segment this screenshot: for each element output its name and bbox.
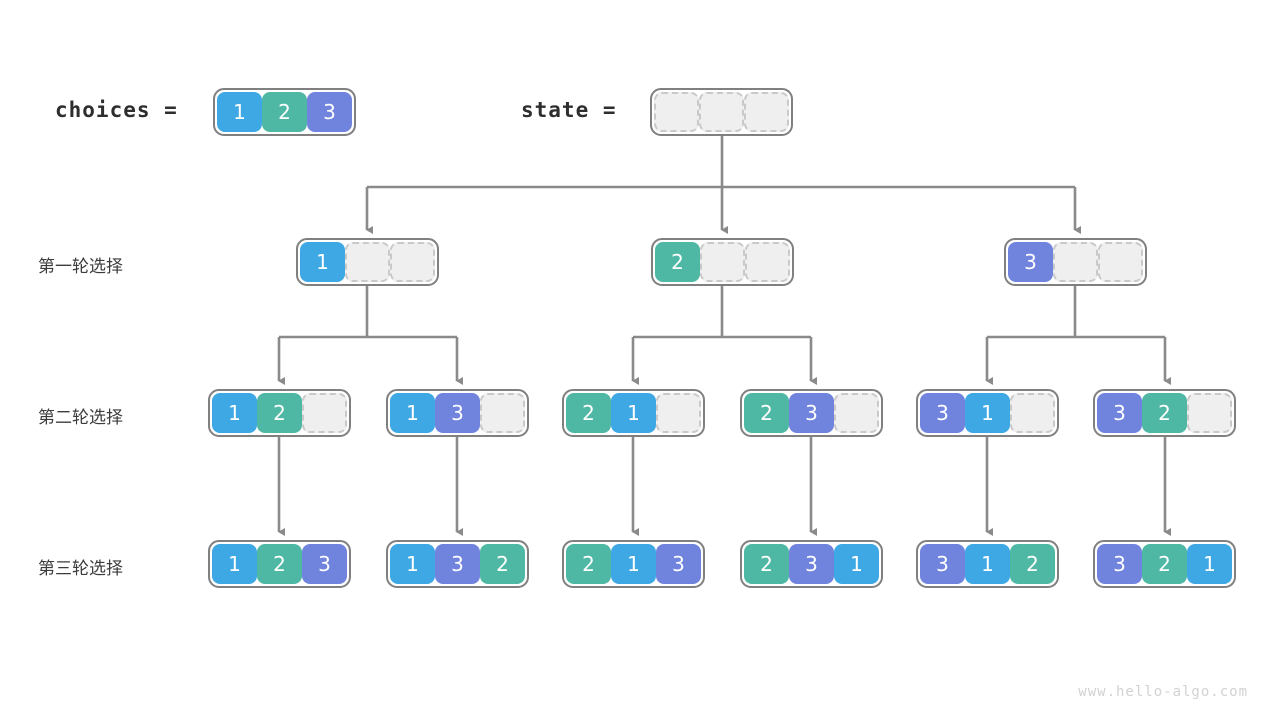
r2n5-cell-empty: [1010, 393, 1055, 433]
r2n1-cell-empty: [302, 393, 347, 433]
r2n2-cell-3: 3: [435, 393, 480, 433]
state-cell-empty: [699, 92, 744, 132]
state-cell-empty: [744, 92, 789, 132]
r3n5-cell-2: 2: [1010, 544, 1055, 584]
r3n1-cell-3: 3: [302, 544, 347, 584]
choices-cell-1: 1: [217, 92, 262, 132]
r2n2-cell-empty: [480, 393, 525, 433]
tree-node-r1-2: 2: [651, 238, 794, 286]
r1n3-cell-3: 3: [1008, 242, 1053, 282]
r3n6-cell-3: 3: [1097, 544, 1142, 584]
r1n3-cell-empty: [1053, 242, 1098, 282]
r3n1-cell-2: 2: [257, 544, 302, 584]
r2n5-cell-3: 3: [920, 393, 965, 433]
r3n5-cell-1: 1: [965, 544, 1010, 584]
r2n6-cell-2: 2: [1142, 393, 1187, 433]
r3n1-cell-1: 1: [212, 544, 257, 584]
r3n2-cell-2: 2: [480, 544, 525, 584]
tree-node-r1-3: 3: [1004, 238, 1147, 286]
r1n2-cell-empty: [745, 242, 790, 282]
r2n5-cell-1: 1: [965, 393, 1010, 433]
row-label-round-1: 第一轮选择: [38, 257, 123, 277]
r3n4-cell-2: 2: [744, 544, 789, 584]
row-label-round-2: 第二轮选择: [38, 408, 123, 428]
r2n4-cell-2: 2: [744, 393, 789, 433]
r3n2-cell-3: 3: [435, 544, 480, 584]
r1n2-cell-empty: [700, 242, 745, 282]
tree-node-r1-1: 1: [296, 238, 439, 286]
r1n1-cell-empty: [345, 242, 390, 282]
r3n3-cell-2: 2: [566, 544, 611, 584]
r2n4-cell-empty: [834, 393, 879, 433]
r2n2-cell-1: 1: [390, 393, 435, 433]
state-cell-empty: [654, 92, 699, 132]
r3n4-cell-1: 1: [834, 544, 879, 584]
r3n5-cell-3: 3: [920, 544, 965, 584]
state-label: state =: [521, 98, 617, 122]
r3n6-cell-2: 2: [1142, 544, 1187, 584]
r2n3-cell-1: 1: [611, 393, 656, 433]
r2n3-cell-empty: [656, 393, 701, 433]
choices-cell-3: 3: [307, 92, 352, 132]
r1n2-cell-2: 2: [655, 242, 700, 282]
r3n4-cell-3: 3: [789, 544, 834, 584]
r2n6-cell-3: 3: [1097, 393, 1142, 433]
r2n6-cell-empty: [1187, 393, 1232, 433]
r3n2-cell-1: 1: [390, 544, 435, 584]
watermark: www.hello-algo.com: [1078, 684, 1248, 700]
state-array: [650, 88, 793, 136]
r1n1-cell-1: 1: [300, 242, 345, 282]
choices-cell-2: 2: [262, 92, 307, 132]
r3n6-cell-1: 1: [1187, 544, 1232, 584]
r2n4-cell-3: 3: [789, 393, 834, 433]
r1n1-cell-empty: [390, 242, 435, 282]
r3n3-cell-3: 3: [656, 544, 701, 584]
r2n1-cell-1: 1: [212, 393, 257, 433]
r2n1-cell-2: 2: [257, 393, 302, 433]
r2n3-cell-2: 2: [566, 393, 611, 433]
row-label-round-3: 第三轮选择: [38, 559, 123, 579]
r1n3-cell-empty: [1098, 242, 1143, 282]
r3n3-cell-1: 1: [611, 544, 656, 584]
choices-label: choices =: [55, 98, 178, 122]
